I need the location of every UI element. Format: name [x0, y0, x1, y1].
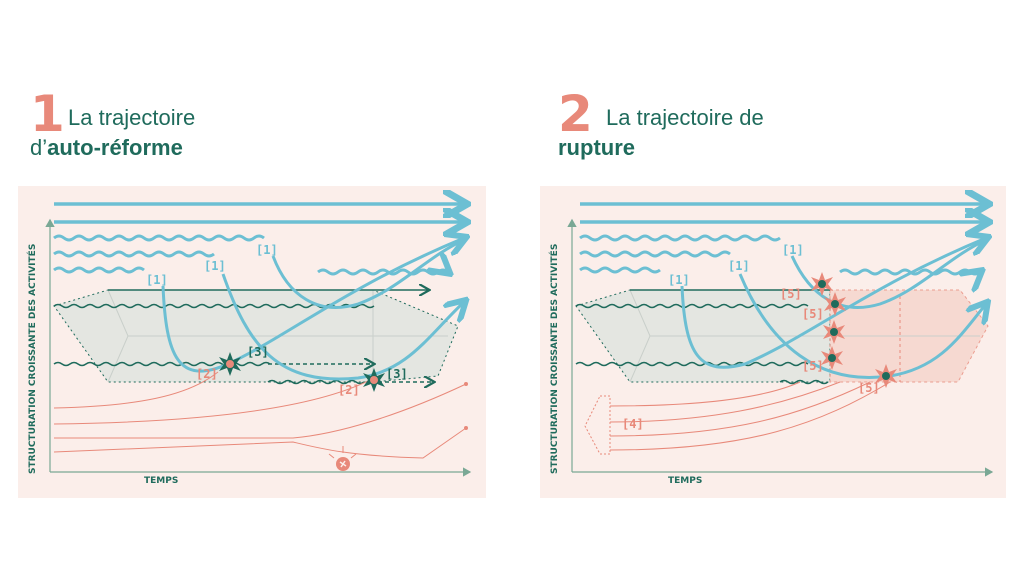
diagram-auto-reforme: STRUCTURATION CROISSANTE DES ACTIVITÉS T…	[18, 186, 486, 498]
tag-5: [5]	[780, 287, 802, 301]
salmon-line-4	[53, 427, 467, 459]
blue-curve-3	[271, 238, 465, 309]
green-wave-top	[575, 303, 809, 309]
burst-icon	[821, 346, 843, 370]
heading-number: 2	[558, 85, 593, 143]
burst-icon	[823, 320, 845, 344]
tag-1: [1]	[204, 259, 226, 273]
y-axis-label: STRUCTURATION CROISSANTE DES ACTIVITÉS	[28, 243, 38, 474]
tag-3: [3]	[247, 345, 269, 359]
x-axis-label: TEMPS	[144, 476, 179, 486]
heading-line2: d’auto-réforme	[30, 135, 183, 160]
blue-wave-1	[53, 234, 265, 242]
tag-1: [1]	[728, 259, 750, 273]
blue-wave-4	[317, 270, 448, 274]
dotted-band	[584, 395, 611, 455]
diagram-rupture: STRUCTURATION CROISSANTE DES ACTIVITÉS T…	[540, 186, 1006, 498]
green-wave-low	[779, 379, 829, 385]
burst-icon	[219, 352, 241, 376]
blue-wave-2	[53, 250, 215, 258]
green-wave-low	[267, 379, 365, 385]
heading-line2: rupture	[558, 135, 635, 160]
diagram-canvas	[567, 186, 1006, 477]
blue-wave-3	[53, 266, 145, 274]
y-axis-label: STRUCTURATION CROISSANTE DES ACTIVITÉS	[550, 243, 560, 474]
burst-icon	[875, 364, 897, 388]
blue-wave-2	[579, 250, 731, 258]
burst-icon	[811, 272, 833, 296]
diagram-canvas	[45, 186, 486, 477]
heading-rupture: 2 La trajectoire de rupture	[558, 89, 838, 165]
blue-wave-1	[579, 234, 781, 242]
collapse-icon	[328, 446, 357, 471]
tag-5: [5]	[858, 381, 880, 395]
salmon-line-3	[54, 383, 467, 439]
tag-1: [1]	[256, 243, 278, 257]
x-axis-label: TEMPS	[668, 476, 703, 486]
salmon-line-2	[53, 379, 371, 425]
blue-curve-2	[221, 273, 464, 381]
heading-auto-reforme: 1 La trajectoire d’auto-réforme	[30, 89, 270, 165]
tag-1: [1]	[668, 273, 690, 287]
tag-5: [5]	[802, 359, 824, 373]
tag-1: [1]	[782, 243, 804, 257]
green-wave-top	[53, 303, 375, 309]
blue-curve-1	[680, 238, 986, 369]
green-wave-bottom	[575, 361, 809, 367]
tag-1: [1]	[146, 273, 168, 287]
blue-wave-3	[579, 266, 661, 274]
blue-curve-3	[790, 238, 987, 309]
tag-2: [2]	[338, 383, 360, 397]
salmon-line-1	[53, 371, 219, 409]
burst-icon	[363, 368, 385, 392]
heading-line1: La trajectoire de	[606, 105, 764, 130]
heading-number: 1	[30, 85, 65, 143]
tag-2: [2]	[196, 367, 218, 381]
tag-5: [5]	[802, 307, 824, 321]
tag-4: [4]	[622, 417, 644, 431]
burst-icon	[824, 292, 846, 316]
tag-3: [3]	[386, 367, 408, 381]
heading-line1: La trajectoire	[68, 105, 196, 130]
